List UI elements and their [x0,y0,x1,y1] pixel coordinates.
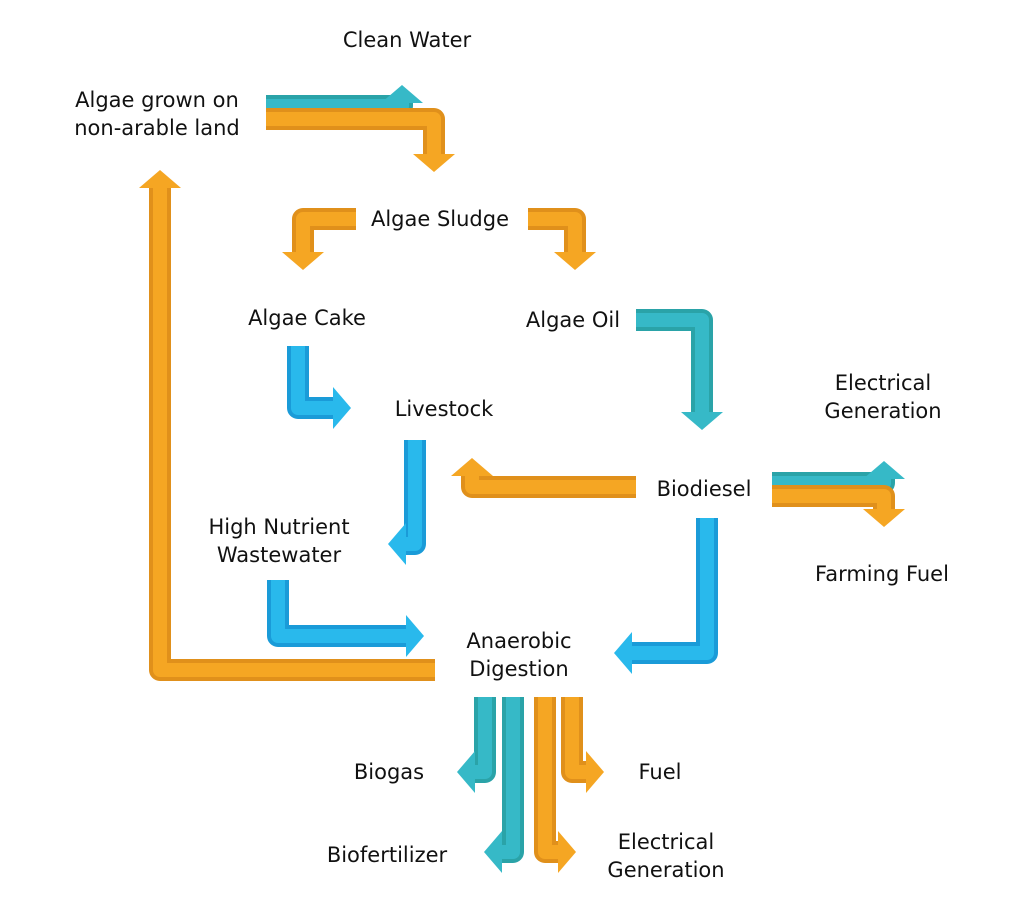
arrow-high-nutrient-wastewater-to-anaerobic-digestion [267,580,424,657]
node-farming-fuel-label: Farming Fuel [815,562,949,586]
node-clean-water-label: Clean Water [342,28,472,52]
node-algae-grown-line2: non-arable land [74,116,240,140]
node-algae-cake-label: Algae Cake [248,306,366,330]
node-anaerobic-digestion: Anaerobic Digestion [466,627,571,683]
node-electrical-generation-bottom: Electrical Generation [607,828,724,884]
node-fuel: Fuel [639,758,682,786]
arrow-biodiesel-to-livestock [451,458,636,498]
node-clean-water: Clean Water [343,26,471,54]
arrow-algae-grown-to-clean-water [266,85,423,117]
node-algae-sludge: Algae Sludge [371,205,509,233]
arrow-algae-sludge-to-algae-oil [528,208,596,270]
node-algae-sludge-label: Algae Sludge [370,207,510,231]
node-high-nutrient-wastewater-line1: High Nutrient [208,515,350,539]
node-biogas-label: Biogas [353,760,425,784]
arrow-anaerobic-digestion-to-electrical-generation-bottom [561,697,604,793]
arrow-algae-grown-to-algae-sludge [266,108,455,172]
node-algae-cake: Algae Cake [248,304,366,332]
node-farming-fuel: Farming Fuel [815,560,949,588]
node-fuel-label: Fuel [638,760,682,784]
node-livestock: Livestock [395,395,494,423]
node-electrical-generation-top-line1: Electrical [834,371,932,395]
node-electrical-generation-top-line2: Generation [824,399,942,423]
node-algae-grown-line1: Algae grown on [75,88,239,112]
node-algae-oil-label: Algae Oil [525,308,621,332]
node-electrical-generation-bottom-line1: Electrical [617,830,715,854]
node-anaerobic-digestion-line2: Digestion [469,657,569,681]
arrow-algae-cake-to-livestock [287,346,351,429]
node-electrical-generation-bottom-line2: Generation [607,858,725,882]
node-biofertilizer-label: Biofertilizer [326,843,448,867]
arrow-anaerobic-digestion-to-fuel [534,697,576,873]
node-high-nutrient-wastewater-line2: Wastewater [216,543,342,567]
node-biogas: Biogas [354,758,424,786]
arrow-algae-sludge-to-algae-cake [282,208,356,270]
node-biodiesel-label: Biodiesel [656,477,752,501]
node-livestock-label: Livestock [394,397,494,421]
node-electrical-generation-top: Electrical Generation [824,369,941,425]
node-algae-oil: Algae Oil [526,306,620,334]
arrow-algae-oil-to-biodiesel [636,309,723,430]
arrow-livestock-to-high-nutrient-wastewater [388,440,426,565]
node-biofertilizer: Biofertilizer [327,841,447,869]
node-biodiesel: Biodiesel [657,475,752,503]
arrow-biodiesel-to-anaerobic-digestion [614,518,718,674]
node-high-nutrient-wastewater: High Nutrient Wastewater [208,513,349,569]
arrow-anaerobic-digestion-to-algae-grown [139,170,435,681]
arrow-biodiesel-to-electrical-generation-top [772,461,905,494]
arrow-anaerobic-digestion-to-biogas [457,697,496,793]
arrow-anaerobic-digestion-to-biofertilizer [484,697,524,873]
arrow-biodiesel-to-farming-fuel [772,485,905,527]
node-anaerobic-digestion-line1: Anaerobic [466,629,572,653]
flow-arrows [139,85,905,873]
node-algae-grown: Algae grown on non-arable land [74,86,240,142]
